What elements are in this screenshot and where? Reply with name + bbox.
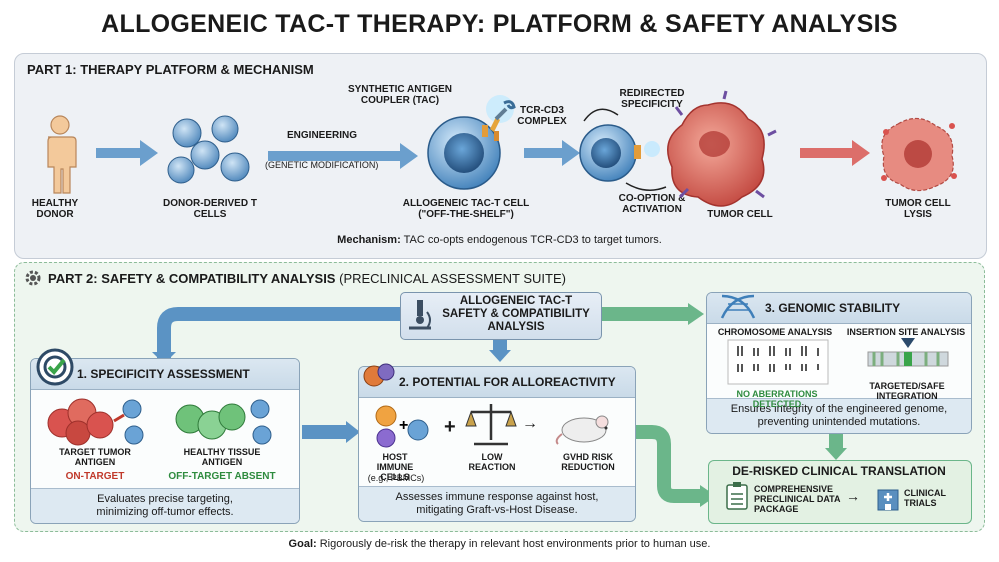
part2-header-bold: PART 2: SAFETY & COMPATIBILITY ANALYSIS <box>48 271 336 286</box>
on-target-cells-icon <box>47 398 144 446</box>
mechanism-text: TAC co-opts endogenous TCR-CD3 to target… <box>403 234 662 246</box>
derisked-title: DE-RISKED CLINICAL TRANSLATION <box>732 464 946 478</box>
part2-header-rest: (PRECLINICAL ASSESSMENT SUITE) <box>339 271 566 286</box>
center-box-label: ALLOGENEIC TAC-T SAFETY & COMPATIBILITY … <box>442 295 590 333</box>
redirected-label: REDIRECTED SPECIFICITY <box>619 88 685 110</box>
mechanism-line: Mechanism: TAC co-opts endogenous TCR-CD… <box>0 234 999 247</box>
arrow-donor-to-cells <box>96 140 158 166</box>
karyotype-icon <box>727 339 829 385</box>
clipboard-icon <box>726 482 748 510</box>
engineering-label: ENGINEERING <box>287 130 358 141</box>
host-cells-small-icon <box>363 363 395 387</box>
insertion-label: INSERTION SITE ANALYSIS <box>846 327 966 337</box>
specificity-title: 1. SPECIFICITY ASSESSMENT <box>77 367 250 381</box>
off-shelf-label: ("OFF-THE-SHELF") <box>418 209 514 220</box>
healthy-tissue-cells-icon <box>175 399 272 445</box>
goal-text: Rigorously de-risk the therapy in releva… <box>319 538 711 550</box>
tac-t-cell-icon <box>427 95 516 190</box>
healthy-tissue-label: HEALTHY TISSUE ANTIGEN <box>183 447 261 467</box>
tumor-cell-label: TUMOR CELL <box>707 209 773 220</box>
plus-sign: + <box>444 416 456 438</box>
goal-label: Goal: <box>288 538 317 550</box>
arrow-to-trials: → <box>846 488 860 504</box>
derisked-card <box>708 460 972 524</box>
scale-icon <box>465 404 517 446</box>
target-icon <box>36 348 74 386</box>
page-title: ALLOGENEIC TAC-T THERAPY: PLATFORM & SAF… <box>101 10 898 38</box>
targeted-safe-label: TARGETED/SAFE INTEGRATION <box>869 381 945 401</box>
host-eg-label: (e.g., PBMCs) <box>367 473 425 483</box>
tcr-label: TCR-CD3 COMPLEX <box>517 105 567 127</box>
tac-label: SYNTHETIC ANTIGEN COUPLER (TAC) <box>347 84 453 106</box>
gear-icon <box>25 270 41 286</box>
host-immune-cells-icon: + <box>375 405 429 448</box>
specificity-footer: Evaluates precise targeting, minimizing … <box>31 488 299 523</box>
lysis-icon <box>881 117 957 192</box>
alloreactivity-footer: Assesses immune response against host, m… <box>359 486 635 521</box>
genomic-header: 3. GENOMIC STABILITY <box>707 293 971 324</box>
target-tumor-label: TARGET TUMOR ANTIGEN <box>59 447 131 467</box>
genomic-footer: Ensures integrity of the engineered geno… <box>707 398 971 433</box>
alloreactivity-header: 2. POTENTIAL FOR ALLOREACTIVITY <box>359 367 635 398</box>
tumor-interaction-icon <box>579 90 777 207</box>
healthy-donor-label: HEALTHY DONOR <box>31 198 79 220</box>
low-reaction-label: LOW REACTION <box>468 452 516 472</box>
allo-cell-label: ALLOGENEIC TAC-T CELL <box>402 198 530 209</box>
mouse-icon <box>555 415 609 445</box>
host-cells-label: HOST IMMUNE CELLS <box>376 452 414 482</box>
microscope-icon <box>409 300 431 330</box>
person-icon <box>47 115 77 194</box>
svg-text:+: + <box>399 417 408 434</box>
center-analysis-box <box>400 292 602 340</box>
goal-line: Goal: Rigorously de-risk the therapy in … <box>0 538 999 551</box>
specificity-card: 1. SPECIFICITY ASSESSMENT Evaluates prec… <box>30 358 300 524</box>
genetic-mod-label: (GENETIC MODIFICATION) <box>265 160 379 170</box>
gvhd-label: GVHD RISK REDUCTION <box>561 452 615 472</box>
co-option-label: CO-OPTION & ACTIVATION <box>618 193 686 215</box>
insertion-site-icon <box>867 338 949 367</box>
trials-label: CLINICAL TRIALS <box>904 488 946 508</box>
part1-header: PART 1: THERAPY PLATFORM & MECHANISM <box>27 62 314 77</box>
alloreactivity-card: 2. POTENTIAL FOR ALLOREACTIVITY Assesses… <box>358 366 636 522</box>
alloreactivity-title: 2. POTENTIAL FOR ALLOREACTIVITY <box>399 375 616 389</box>
package-label: COMPREHENSIVE PRECLINICAL DATA PACKAGE <box>754 484 841 514</box>
hospital-icon <box>877 489 899 511</box>
specificity-header: 1. SPECIFICITY ASSESSMENT <box>31 359 299 390</box>
genomic-title: 3. GENOMIC STABILITY <box>765 301 901 315</box>
off-target-label: OFF-TARGET ABSENT <box>168 471 276 482</box>
donor-t-cells-label: DONOR-DERIVED T CELLS <box>163 198 257 220</box>
lysis-label: TUMOR CELL LYSIS <box>885 198 951 220</box>
arrow-right-glyph: → <box>522 415 538 432</box>
t-cell-icon <box>167 115 250 184</box>
chromosome-label: CHROMOSOME ANALYSIS <box>717 327 833 337</box>
no-aberrations-label: NO ABERRATIONS DETECTED <box>736 389 818 409</box>
dna-icon <box>720 294 756 319</box>
part2-header: PART 2: SAFETY & COMPATIBILITY ANALYSIS … <box>48 271 566 286</box>
arrow-to-lysis <box>800 140 870 166</box>
mechanism-label: Mechanism: <box>337 234 401 246</box>
on-target-label: ON-TARGET <box>65 471 125 482</box>
arrow-cell-to-tumor <box>524 140 580 166</box>
arrow-engineering <box>268 143 418 169</box>
